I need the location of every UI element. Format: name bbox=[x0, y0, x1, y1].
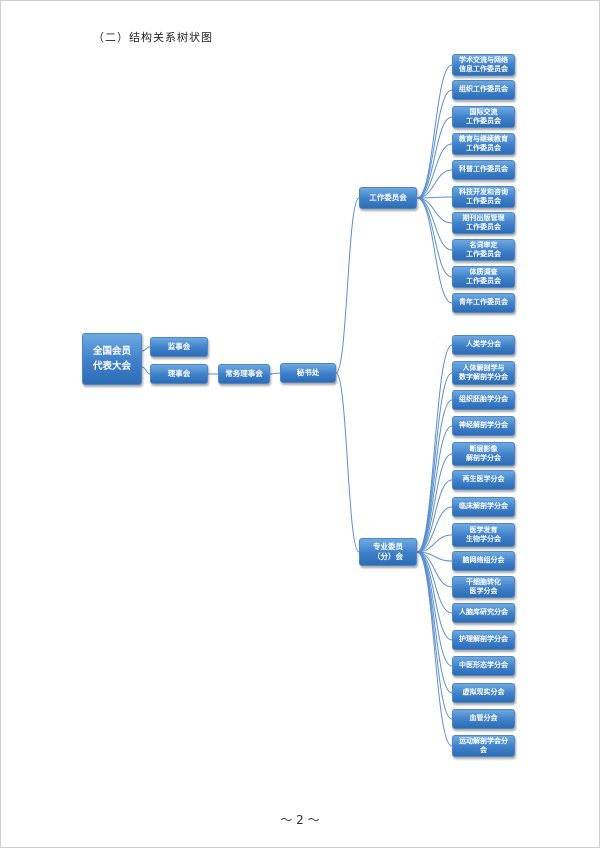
branch-node-11: 人脑库研究分会 bbox=[452, 603, 515, 623]
work-committee-node-4: 教育与继续教育 工作委员会 bbox=[452, 133, 515, 155]
branch-node-10: 干细胞转化 医学分会 bbox=[452, 576, 515, 598]
node-council: 理事会 bbox=[150, 364, 208, 384]
work-committee-node-5: 科普工作委员会 bbox=[452, 160, 515, 180]
branch-node-5: 断层影像 解剖学分会 bbox=[452, 442, 515, 466]
node-standing-council: 常务理事会 bbox=[218, 364, 270, 384]
work-committee-node-2: 组织工作委员会 bbox=[452, 80, 515, 100]
page-heading: （二）结构关系树状图 bbox=[93, 31, 213, 44]
branch-node-9: 脑网络组分会 bbox=[452, 551, 515, 571]
branch-node-2: 人体解剖学与 数字解剖学分会 bbox=[452, 361, 515, 385]
work-committee-node-10: 青年工作委员会 bbox=[452, 293, 515, 313]
work-committee-node-3: 国际交流 工作委员会 bbox=[452, 106, 515, 128]
branch-node-6: 再生医学分会 bbox=[452, 470, 515, 490]
node-work-committees: 工作委员会 bbox=[359, 187, 417, 209]
branch-node-4: 神经解剖学分会 bbox=[452, 416, 515, 436]
branch-node-1: 人类学分会 bbox=[452, 335, 515, 355]
node-secretariat: 秘书处 bbox=[280, 363, 336, 383]
work-committee-node-9: 体质调查 工作委员会 bbox=[452, 266, 515, 288]
branch-node-15: 血管分会 bbox=[452, 709, 515, 729]
branch-node-13: 中医形态学分会 bbox=[452, 656, 515, 676]
node-specialty-branches: 专业委员 （分）会 bbox=[359, 538, 417, 566]
work-committee-node-8: 名词审定 工作委员会 bbox=[452, 239, 515, 261]
node-supervisors: 监事会 bbox=[150, 337, 208, 357]
work-committee-node-1: 学术交流与网络 信息工作委员会 bbox=[452, 54, 515, 76]
work-committee-node-6: 科技开发和咨询 工作委员会 bbox=[452, 186, 515, 208]
branch-node-8: 医学发育 生物学分会 bbox=[452, 523, 515, 547]
branch-node-16: 运动解剖学会分 会 bbox=[452, 735, 515, 757]
work-committee-node-7: 期刊出版管理 工作委员会 bbox=[452, 212, 515, 234]
branch-node-12: 护理解剖学分会 bbox=[452, 630, 515, 650]
branch-node-14: 虚拟现实分会 bbox=[452, 683, 515, 703]
node-national-congress: 全国会员 代表大会 bbox=[82, 333, 142, 385]
branch-node-7: 临床解剖学分会 bbox=[452, 497, 515, 517]
branch-node-3: 组织胚胎学分会 bbox=[452, 390, 515, 410]
page-number: ～ 2 ～ bbox=[280, 813, 320, 827]
